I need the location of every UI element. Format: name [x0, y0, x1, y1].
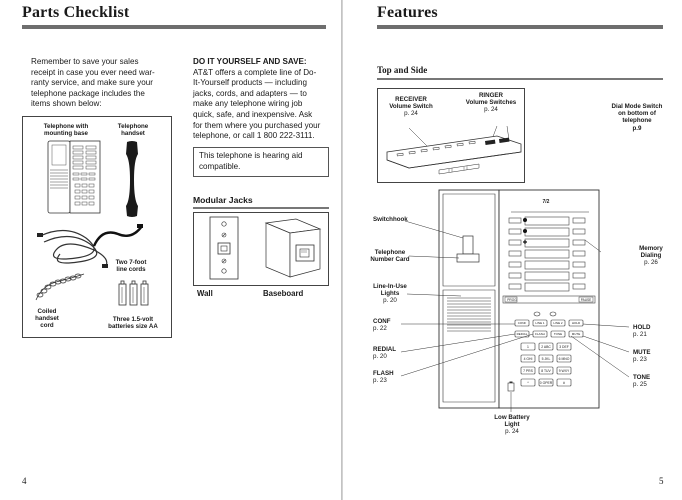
baseboard-jack-illustration — [264, 218, 322, 278]
modular-jacks-rule — [193, 207, 329, 209]
handset-illustration — [126, 141, 138, 217]
intro-line: ranty service, and make sure your — [31, 78, 153, 88]
line-cord-black-illustration — [92, 224, 143, 247]
dial-key-label: 2 ABC — [541, 344, 551, 349]
coiled-cord-illustration — [35, 273, 85, 301]
dial-key-label: 6 MNO — [558, 356, 570, 361]
dial-key-label: 0 OPER — [539, 380, 553, 385]
page-number-right: 5 — [659, 476, 664, 486]
memory-header-label: 7/2 — [542, 199, 550, 205]
dial-key-label: 3 DEF — [559, 344, 569, 349]
diy-text: DO IT YOURSELF AND SAVE: AT&T offers a c… — [193, 57, 333, 142]
diy-heading: DO IT YOURSELF AND SAVE: — [193, 57, 307, 66]
telephone-base-illustration — [47, 140, 101, 214]
pause-key-label: PAUSE — [580, 297, 592, 302]
diy-line: for them where you purchased your — [193, 120, 321, 130]
diy-line: quick, safe, and inexpensive. Ask — [193, 109, 313, 119]
redial-key-label: REDIAL — [516, 332, 528, 336]
wall-jack-label: Wall — [197, 289, 213, 298]
flash-key-label: FLASH — [535, 332, 545, 336]
dial-key-label: * — [527, 380, 529, 385]
hearing-aid-line: This telephone is hearing aid — [199, 151, 303, 160]
line2-key-label: LINE 2 — [553, 321, 563, 325]
parts-checklist-box — [22, 116, 172, 338]
line-cords-illustration — [37, 229, 108, 268]
tone-key-label: TONE — [553, 332, 563, 336]
dial-key-label: 9 WXY — [558, 368, 570, 373]
title-rule — [22, 25, 326, 29]
hearing-aid-line: compatible. — [199, 161, 241, 171]
phone-front-view-illustration — [438, 189, 600, 409]
intro-line: telephone package includes the — [31, 88, 145, 98]
mute-key-label: MUTE — [571, 332, 581, 336]
wall-jack-illustration — [209, 216, 239, 280]
conf-key-label: CONF — [517, 321, 527, 325]
switchhook-label: Switchhook — [373, 216, 408, 223]
modular-jacks-box — [193, 212, 329, 286]
batteries-illustration — [118, 280, 149, 306]
diy-line: telephone, or call 1 800 222-3111. — [193, 131, 315, 141]
hearing-aid-notice: This telephone is hearing aid compatible… — [193, 147, 329, 177]
dial-key-label: 1 — [527, 344, 529, 349]
callout-leader-lines — [400, 220, 630, 412]
diy-line: It-Yourself products — including — [193, 78, 307, 88]
intro-line: items shown below: — [31, 99, 102, 109]
hold-key-label: HOLD — [571, 321, 581, 325]
dial-key-label: 7 PRS — [523, 368, 533, 373]
dial-key-label: 5 JKL — [541, 356, 551, 361]
phone-top-view-illustration — [386, 125, 522, 175]
page-title-parts-checklist: Parts Checklist — [22, 4, 130, 21]
intro-line: receipt in case you ever need war- — [31, 67, 155, 77]
top-view-box — [377, 88, 525, 183]
dial-key-label: 4 GHI — [523, 356, 533, 361]
dial-key-label: # — [563, 380, 565, 385]
section-heading-top-and-side: Top and Side — [377, 65, 428, 75]
baseboard-jack-label: Baseboard — [263, 289, 304, 298]
intro-text: Remember to save your sales receipt in c… — [31, 57, 171, 110]
page-number-left: 4 — [22, 476, 27, 486]
section-rule — [377, 78, 663, 80]
diy-line: make any telephone wiring job — [193, 99, 303, 109]
diy-line: jacks, cords, and adapters — to — [193, 88, 307, 98]
modular-jacks-heading: Modular Jacks — [193, 195, 253, 205]
dial-key-label: 8 TUV — [541, 368, 551, 373]
prog-key-label: PROG — [507, 297, 517, 302]
left-page: Parts Checklist Remember to save your sa… — [22, 4, 333, 486]
intro-line: Remember to save your sales — [31, 57, 139, 66]
diy-line: AT&T offers a complete line of Do- — [193, 67, 317, 77]
page-title-features: Features — [377, 4, 438, 21]
line1-key-label: LINE 1 — [535, 321, 545, 325]
title-rule — [377, 25, 663, 29]
binding-gutter — [339, 0, 344, 500]
